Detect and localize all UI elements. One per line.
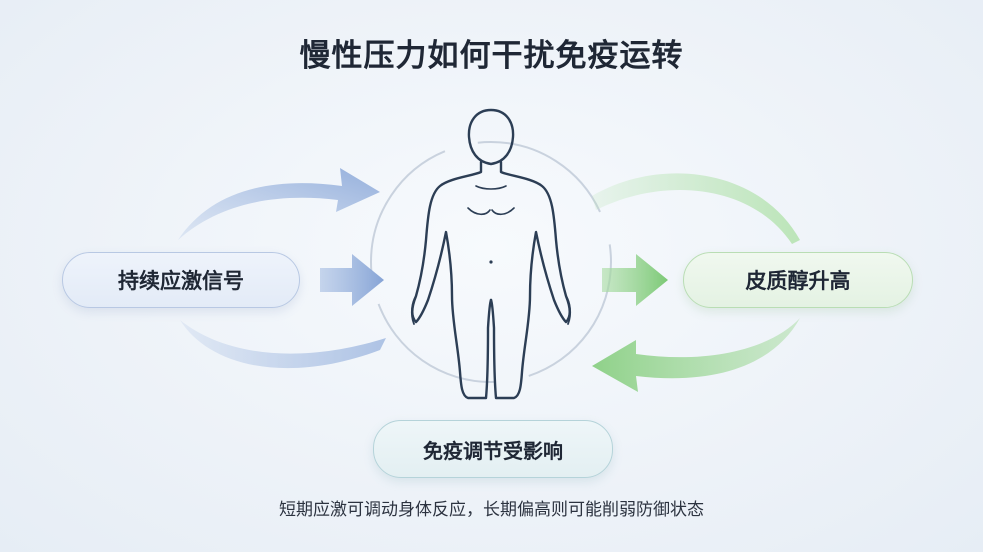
page-title: 慢性压力如何干扰免疫运转 [299,38,684,74]
left-bottom-curved-band [180,320,386,369]
left-middle-arrow-icon [320,254,384,306]
node-immune-regulation-affected-label: 免疫调节受影响 [423,438,563,463]
node-chronic-stress-signal-label: 持续应激信号 [118,269,244,293]
right-bottom-curved-arrow [592,318,800,392]
node-chronic-stress-signal: 持续应激信号 [62,252,300,308]
node-immune-regulation-affected: 免疫调节受影响 [373,420,613,478]
right-middle-arrow-icon [602,254,668,306]
human-body-outline-icon [410,108,572,400]
caption-text: 短期应激可调动身体反应，长期偏高则可能削弱防御状态 [279,500,704,520]
node-cortisol-elevated-label: 皮质醇升高 [745,269,851,293]
node-cortisol-elevated: 皮质醇升高 [683,252,913,308]
center-ring [370,141,612,383]
left-top-curved-arrow [178,168,380,240]
right-top-curved-band [592,173,800,244]
